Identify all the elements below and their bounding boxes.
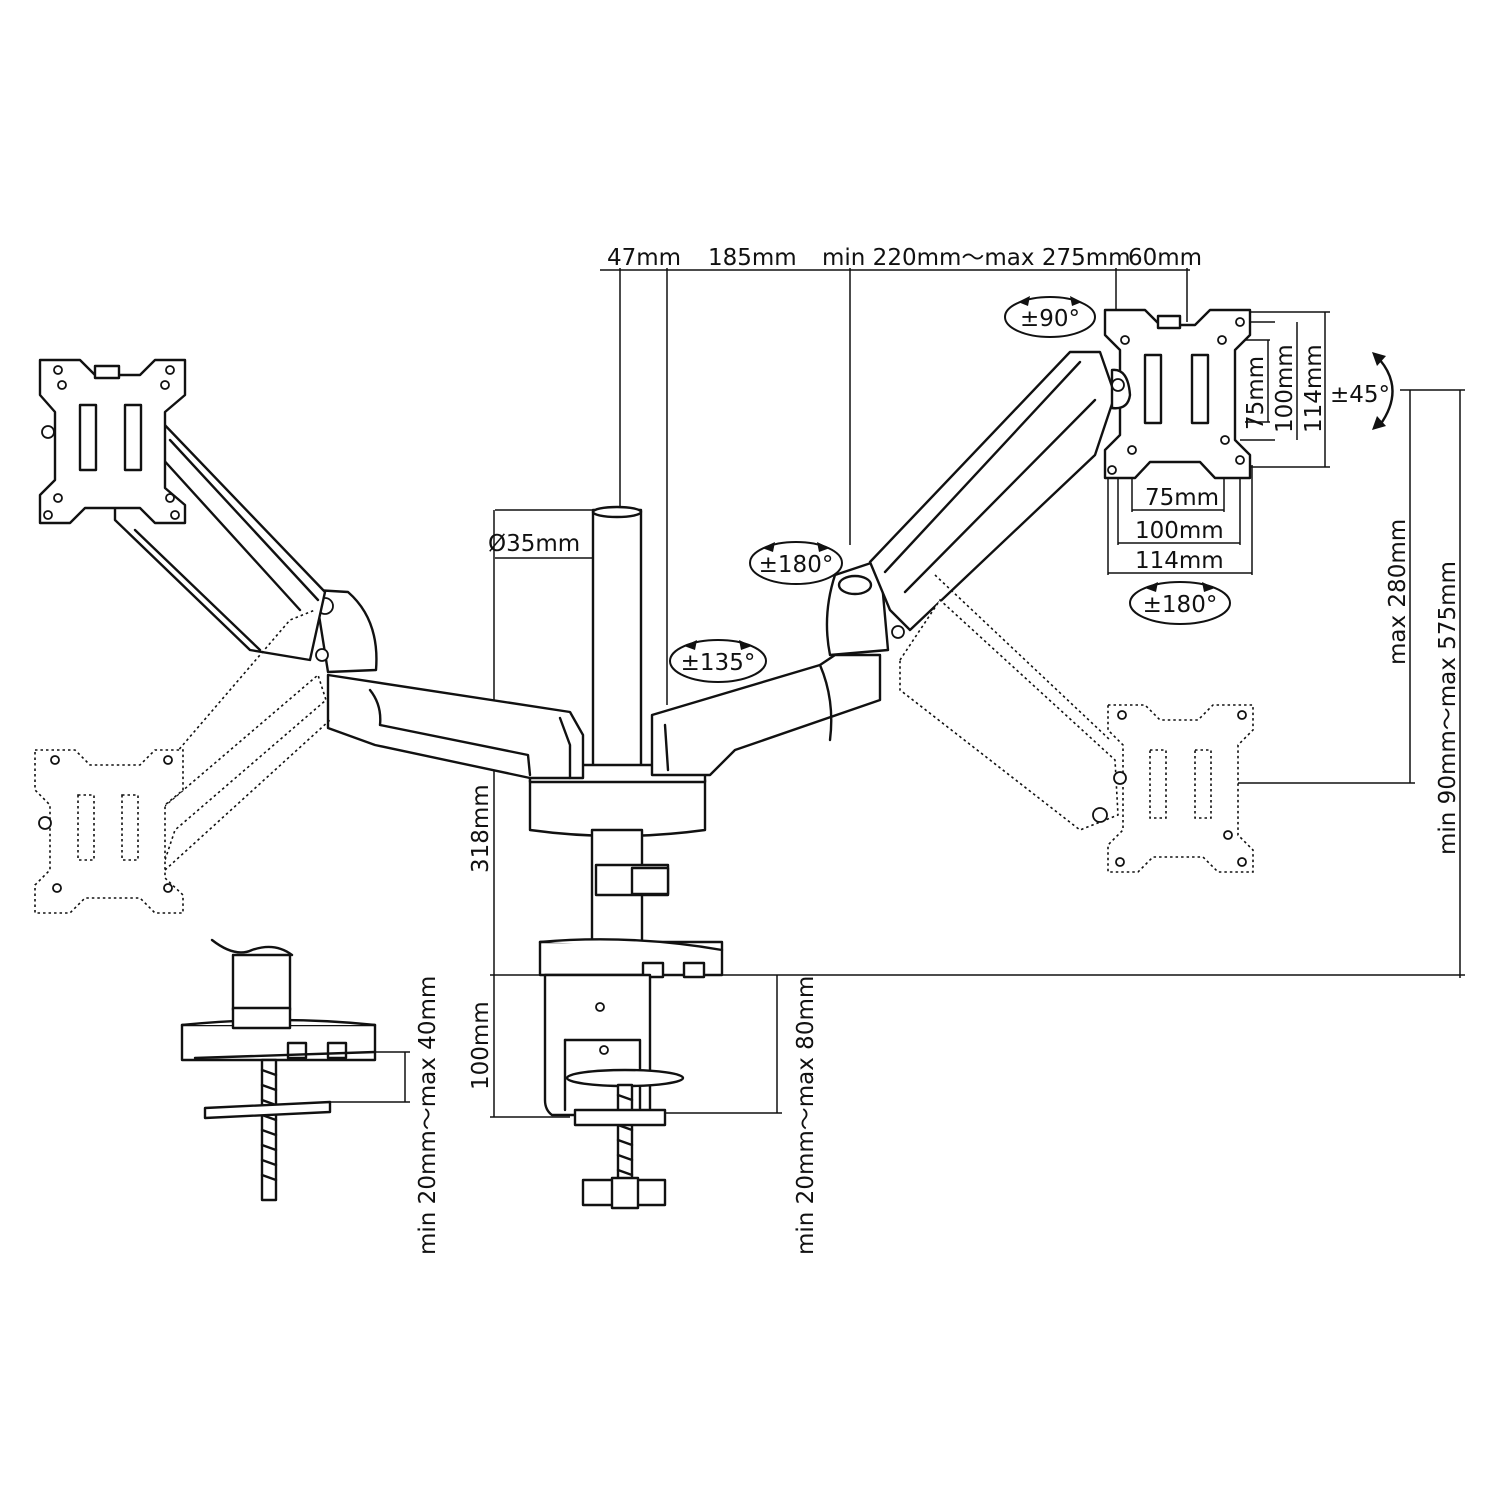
dimension-lines [330, 268, 1465, 1118]
left-vesa-plate [38, 358, 187, 525]
head-pivot-label: ±180° [759, 552, 834, 578]
post-offset-label: 47mm [607, 245, 681, 271]
right-vesa-plate-ghost [1107, 704, 1254, 873]
vesa-horizontal-114-label: 114mm [1135, 548, 1224, 574]
head-offset-label: 60mm [1128, 245, 1202, 271]
grommet-mount-inset [180, 938, 377, 1202]
right-arm-upper [868, 350, 1117, 632]
base-height-label: 100mm [468, 1001, 494, 1090]
arm-pivot-label: ±135° [681, 650, 756, 676]
pole-height-label: 318mm [468, 784, 494, 873]
rotation-badge-arm-pivot: ±135° [669, 639, 767, 683]
right-arm-ghost [899, 574, 1119, 831]
pole-diameter-label: Ø35mm [488, 531, 580, 557]
clamp-range-label: min 20mm～max 80mm [793, 976, 819, 1255]
vesa-vertical-100-label: 100mm [1272, 344, 1298, 433]
rotation-badge-rotate: ±90° [1004, 296, 1096, 338]
rotation-badge-tilt: ±45° [1330, 352, 1394, 430]
left-arm-lower [326, 673, 585, 780]
rotate-label: ±90° [1020, 306, 1080, 332]
vesa-vertical-114-label: 114mm [1301, 344, 1327, 433]
vesa-vertical-75-label: 75mm [1243, 356, 1269, 430]
tilt-label: ±45° [1330, 382, 1390, 408]
swivel-label: ±180° [1143, 592, 1218, 618]
grommet-range-label: min 20mm～max 40mm [415, 976, 441, 1255]
dimension-labels: 47mm 185mm min 220mm～max 275mm 60mm Ø35m… [415, 245, 1461, 1255]
right-vesa-plate [1103, 308, 1252, 480]
center-pole [591, 505, 643, 782]
vesa-horizontal-100-label: 100mm [1135, 518, 1224, 544]
right-arm-lower [650, 653, 882, 777]
rotation-badge-swivel: ±180° [1129, 581, 1231, 625]
left-elbow [313, 588, 378, 674]
height-range-label: min 90mm～max 575mm [1435, 561, 1461, 855]
left-vesa-plate-ghost [34, 749, 184, 914]
left-arm-upper [113, 418, 327, 662]
vesa-horizontal-75-label: 75mm [1145, 485, 1219, 511]
clamp-assembly [538, 828, 724, 1210]
first-arm-label: 185mm [708, 245, 797, 271]
second-arm-label: min 220mm～max 275mm [822, 245, 1131, 271]
lift-range-label: max 280mm [1385, 519, 1411, 665]
rotation-badge-head-pivot: ±180° [749, 541, 843, 585]
